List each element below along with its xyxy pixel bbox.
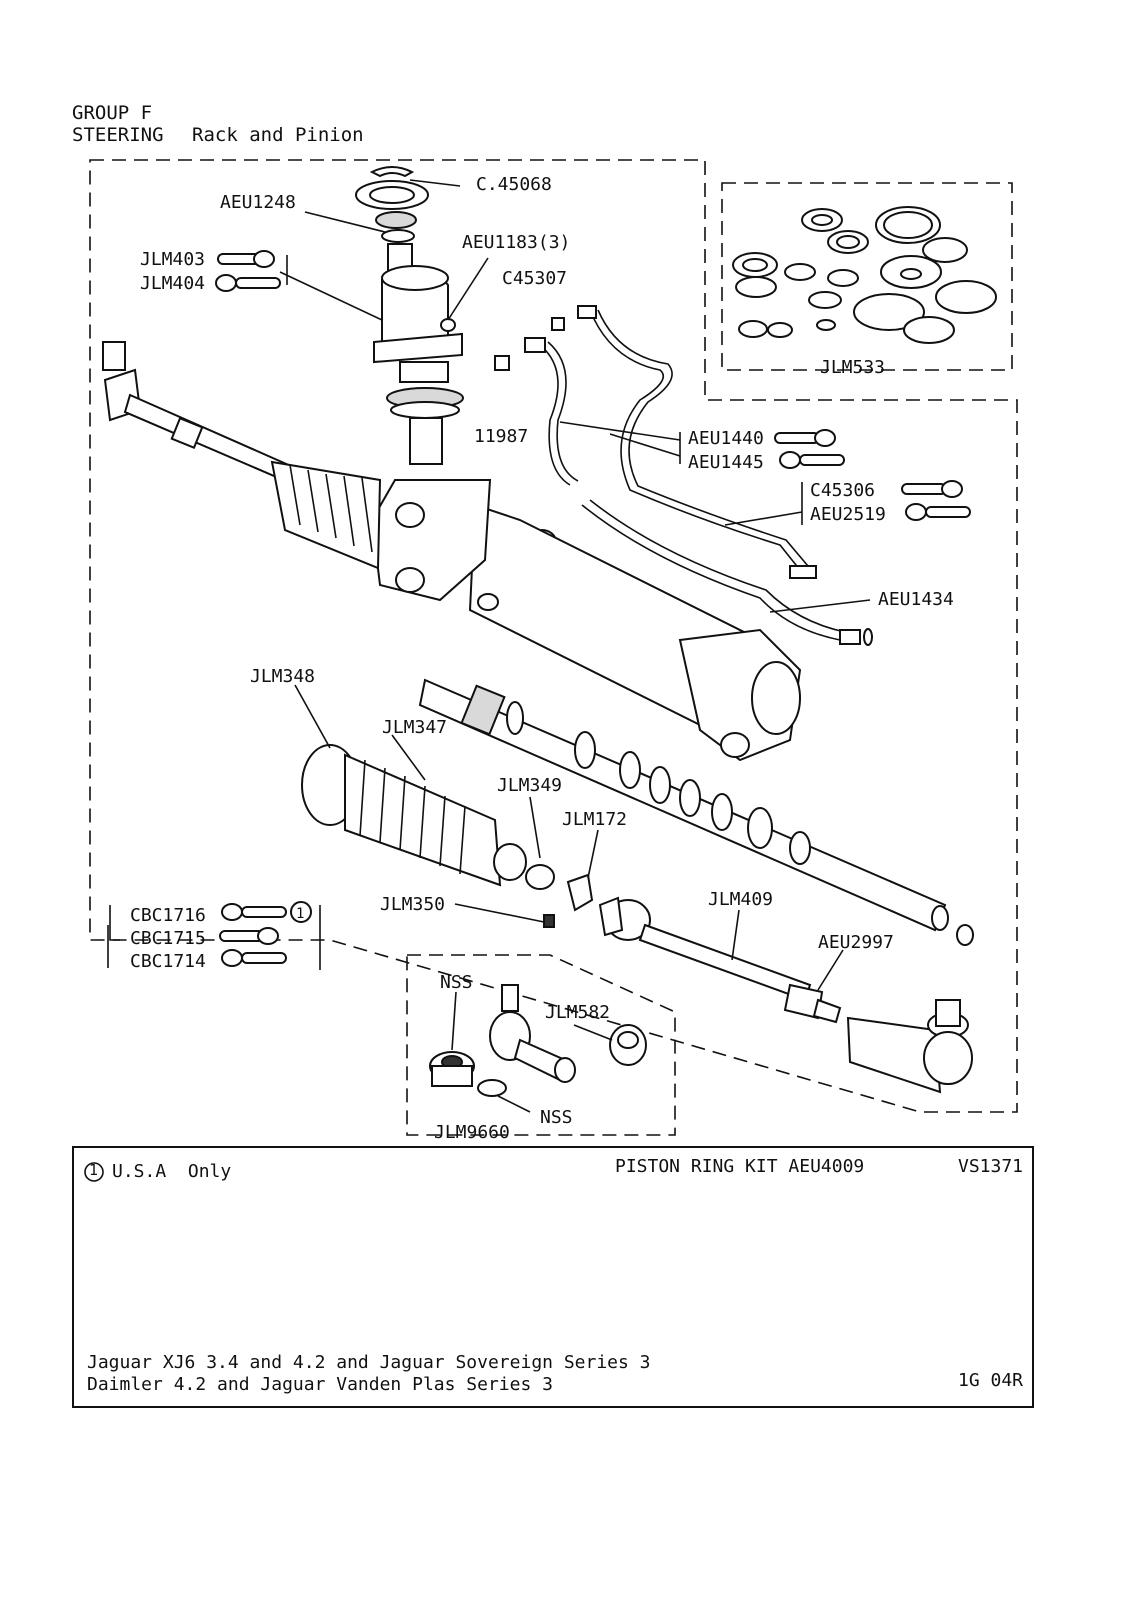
seal-kit-parts: [732, 206, 997, 344]
info-footer-box: [72, 1146, 1034, 1408]
label-nss-bottom: NSS: [540, 1107, 573, 1128]
label-aeu1434: AEU1434: [878, 589, 954, 610]
ball-joint-dashed-box: [406, 954, 676, 1136]
group-title: GROUP F: [72, 102, 153, 124]
ball-joint-parts: [429, 984, 647, 1097]
reference-code: VS1371: [958, 1156, 1024, 1177]
label-jlm350: JLM350: [380, 894, 445, 915]
label-aeu1183: AEU1183(3): [462, 232, 570, 253]
label-cbc1714: CBC1714: [130, 951, 206, 972]
label-c45307: C45307: [502, 268, 567, 289]
label-jlm403: JLM403: [140, 249, 205, 270]
label-c45068: C.45068: [476, 174, 552, 195]
note-marker-digit: 1: [89, 1161, 99, 1179]
label-cbc1715: CBC1715: [130, 928, 206, 949]
label-aeu2519: AEU2519: [810, 504, 886, 525]
label-jlm349: JLM349: [497, 775, 562, 796]
subsection-title: Rack and Pinion: [192, 124, 364, 146]
label-jlm9660: JLM9660: [434, 1122, 510, 1140]
label-jlm409: JLM409: [708, 889, 773, 910]
label-aeu1445: AEU1445: [688, 452, 764, 473]
main-dashed-boundary: [89, 159, 1018, 1113]
page-code: 1G 04R: [958, 1370, 1024, 1391]
rack-housing: [370, 479, 802, 762]
label-cbc1716: CBC1716: [130, 905, 206, 926]
us-only-note: U.S.A Only: [112, 1161, 232, 1182]
fastener-symbols: [215, 250, 971, 967]
label-jlm404: JLM404: [140, 273, 205, 294]
label-aeu1248: AEU1248: [220, 192, 296, 213]
models-line-2: Daimler 4.2 and Jaguar Vanden Plas Serie…: [87, 1374, 553, 1395]
piston-ring-kit-note: PISTON RING KIT AEU4009: [615, 1156, 865, 1177]
label-jlm348: JLM348: [250, 666, 315, 687]
label-jlm533: JLM533: [820, 357, 885, 378]
label-jlm347: JLM347: [382, 717, 447, 738]
label-aeu2997: AEU2997: [818, 932, 894, 953]
label-jlm172: JLM172: [562, 809, 627, 830]
leader-lines: [107, 179, 871, 1113]
label-nss-top: NSS: [440, 972, 473, 993]
note-marker-circle: [84, 1162, 104, 1182]
rack-boot: [301, 744, 594, 928]
section-title: STEERING: [72, 124, 164, 146]
note-marker-symbol: 1: [296, 906, 304, 922]
models-line-1: Jaguar XJ6 3.4 and 4.2 and Jaguar Sovere…: [87, 1352, 651, 1373]
exploded-view-diagram: C.45068 AEU1248 AEU1183(3) C45307 JLM403…: [89, 159, 1018, 1140]
label-c45306: C45306: [810, 480, 875, 501]
right-tie-rod: [598, 896, 973, 1094]
pinion-assembly: [355, 166, 464, 465]
left-tie-rod: [102, 341, 382, 570]
label-11987: 11987: [474, 426, 528, 447]
label-aeu1440: AEU1440: [688, 428, 764, 449]
rack-bar: [418, 678, 974, 946]
label-jlm582: JLM582: [545, 1002, 610, 1023]
